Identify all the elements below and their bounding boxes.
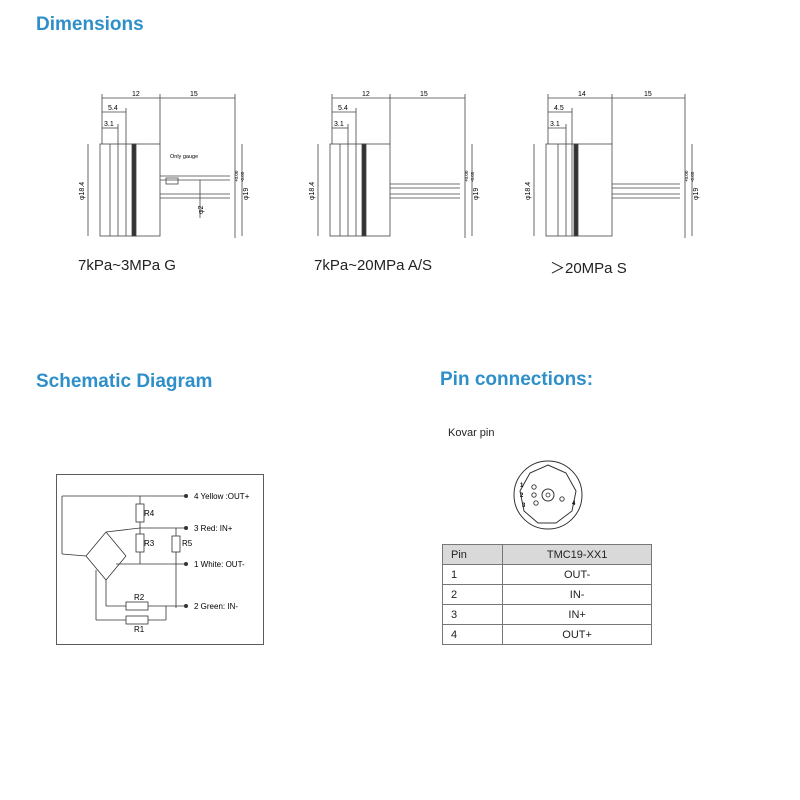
tol-upper: +0.00 (684, 170, 689, 182)
tol-upper: +0.00 (464, 170, 469, 182)
pin-number-cell: 2 (441, 584, 504, 605)
terminal-1-label: 1 White: OUT- (194, 560, 245, 569)
schematic-heading: Schematic Diagram (36, 371, 213, 392)
dia-body: φ18.4 (525, 182, 532, 200)
resistor-r2 (125, 601, 149, 611)
bridge-schematic: R4 R3 R5 R2 R1 4 Yellow :OUT+ 3 Red: IN+… (56, 474, 264, 645)
dim-small: 3.1 (550, 121, 560, 128)
dim-mid: 5.4 (108, 105, 118, 112)
resistor-r4 (135, 503, 145, 523)
dim-total-b: 15 (190, 91, 198, 98)
dim-total-a: 12 (362, 91, 370, 98)
tol-lower: -0.05 (690, 171, 695, 182)
drawing-caption: 7kPa~3MPa G (78, 257, 176, 274)
r5-label: R5 (182, 539, 193, 548)
drawing-caption: 7kPa~20MPa A/S (314, 257, 432, 274)
pin-header-diagram: 1 2 3 4 (513, 460, 583, 530)
r1-label: R1 (134, 625, 145, 634)
dia-flange: φ19 (243, 188, 250, 200)
terminal-4-label: 4 Yellow :OUT+ (194, 492, 250, 501)
table-row: 1 OUT- (441, 564, 652, 585)
dim-total-a: 14 (578, 91, 586, 98)
dim-mid: 4.5 (554, 105, 564, 112)
terminal-3-label: 3 Red: IN+ (194, 524, 233, 533)
terminal-2-label: 2 Green: IN- (194, 602, 238, 611)
table-row: 3 IN+ (441, 604, 652, 625)
dim-mid: 5.4 (338, 105, 348, 112)
resistor-r1 (125, 615, 149, 625)
sensor-drawing-sealed: 14 15 4.5 3.1 φ18.4 φ19 +0.00 -0.05 (525, 91, 700, 238)
dia-body: φ18.4 (79, 182, 86, 200)
r2-label: R2 (134, 593, 145, 602)
dim-total-b: 15 (420, 91, 428, 98)
pin-signal-cell: IN- (502, 584, 652, 605)
r4-label: R4 (144, 509, 155, 518)
resistor-r5 (171, 535, 181, 553)
dimensions-heading: Dimensions (36, 14, 144, 35)
tol-lower: -0.05 (240, 171, 245, 182)
pin-number-cell: 1 (441, 564, 504, 585)
pin-connections-heading: Pin connections: (440, 369, 594, 390)
pin-1-label: 1 (520, 483, 524, 489)
resistor-r3 (135, 533, 145, 553)
dim-total-a: 12 (132, 91, 140, 98)
dim-small: 3.1 (334, 121, 344, 128)
table-header-row: Pin TMC19-XX1 (441, 544, 652, 565)
table-row: 4 OUT+ (441, 624, 652, 645)
pin-signal-cell: OUT- (502, 564, 652, 585)
tol-lower: -0.05 (470, 171, 475, 182)
pin-number-cell: 3 (441, 604, 504, 625)
kovar-pin-label: Kovar pin (448, 427, 495, 439)
dim-total-b: 15 (644, 91, 652, 98)
only-gauge-label: Only gauge (170, 154, 198, 160)
table-row: 2 IN- (441, 584, 652, 605)
dim-small: 3.1 (104, 121, 114, 128)
tol-upper: +0.00 (234, 170, 239, 182)
drawing-caption: ＞20MPa S (550, 260, 627, 277)
sensor-drawing-gauge: 12 15 5.4 3.1 Only gauge φ18.4 φ19 +0.00… (79, 91, 250, 238)
pin-signal-cell: OUT+ (502, 624, 652, 645)
pin-signal-cell: IN+ (502, 604, 652, 625)
sensor-drawing-absolute: 12 15 5.4 3.1 φ18.4 φ19 +0.00 -0.05 (309, 91, 480, 238)
dia-body: φ18.4 (309, 182, 316, 200)
column-header: TMC19-XX1 (502, 544, 652, 565)
dia-flange: φ19 (473, 188, 480, 200)
pin-4-label: 4 (572, 501, 576, 507)
dia-pin: φ2 (198, 205, 205, 214)
column-header: Pin (441, 544, 504, 565)
pin-table: Pin TMC19-XX1 1 OUT- 2 IN- 3 IN+ 4 OUT+ (441, 544, 652, 645)
r3-label: R3 (144, 539, 155, 548)
pin-number-cell: 4 (441, 624, 504, 645)
pin-2-label: 2 (520, 493, 524, 499)
dia-flange: φ19 (693, 188, 700, 200)
pin-3-label: 3 (522, 503, 526, 509)
